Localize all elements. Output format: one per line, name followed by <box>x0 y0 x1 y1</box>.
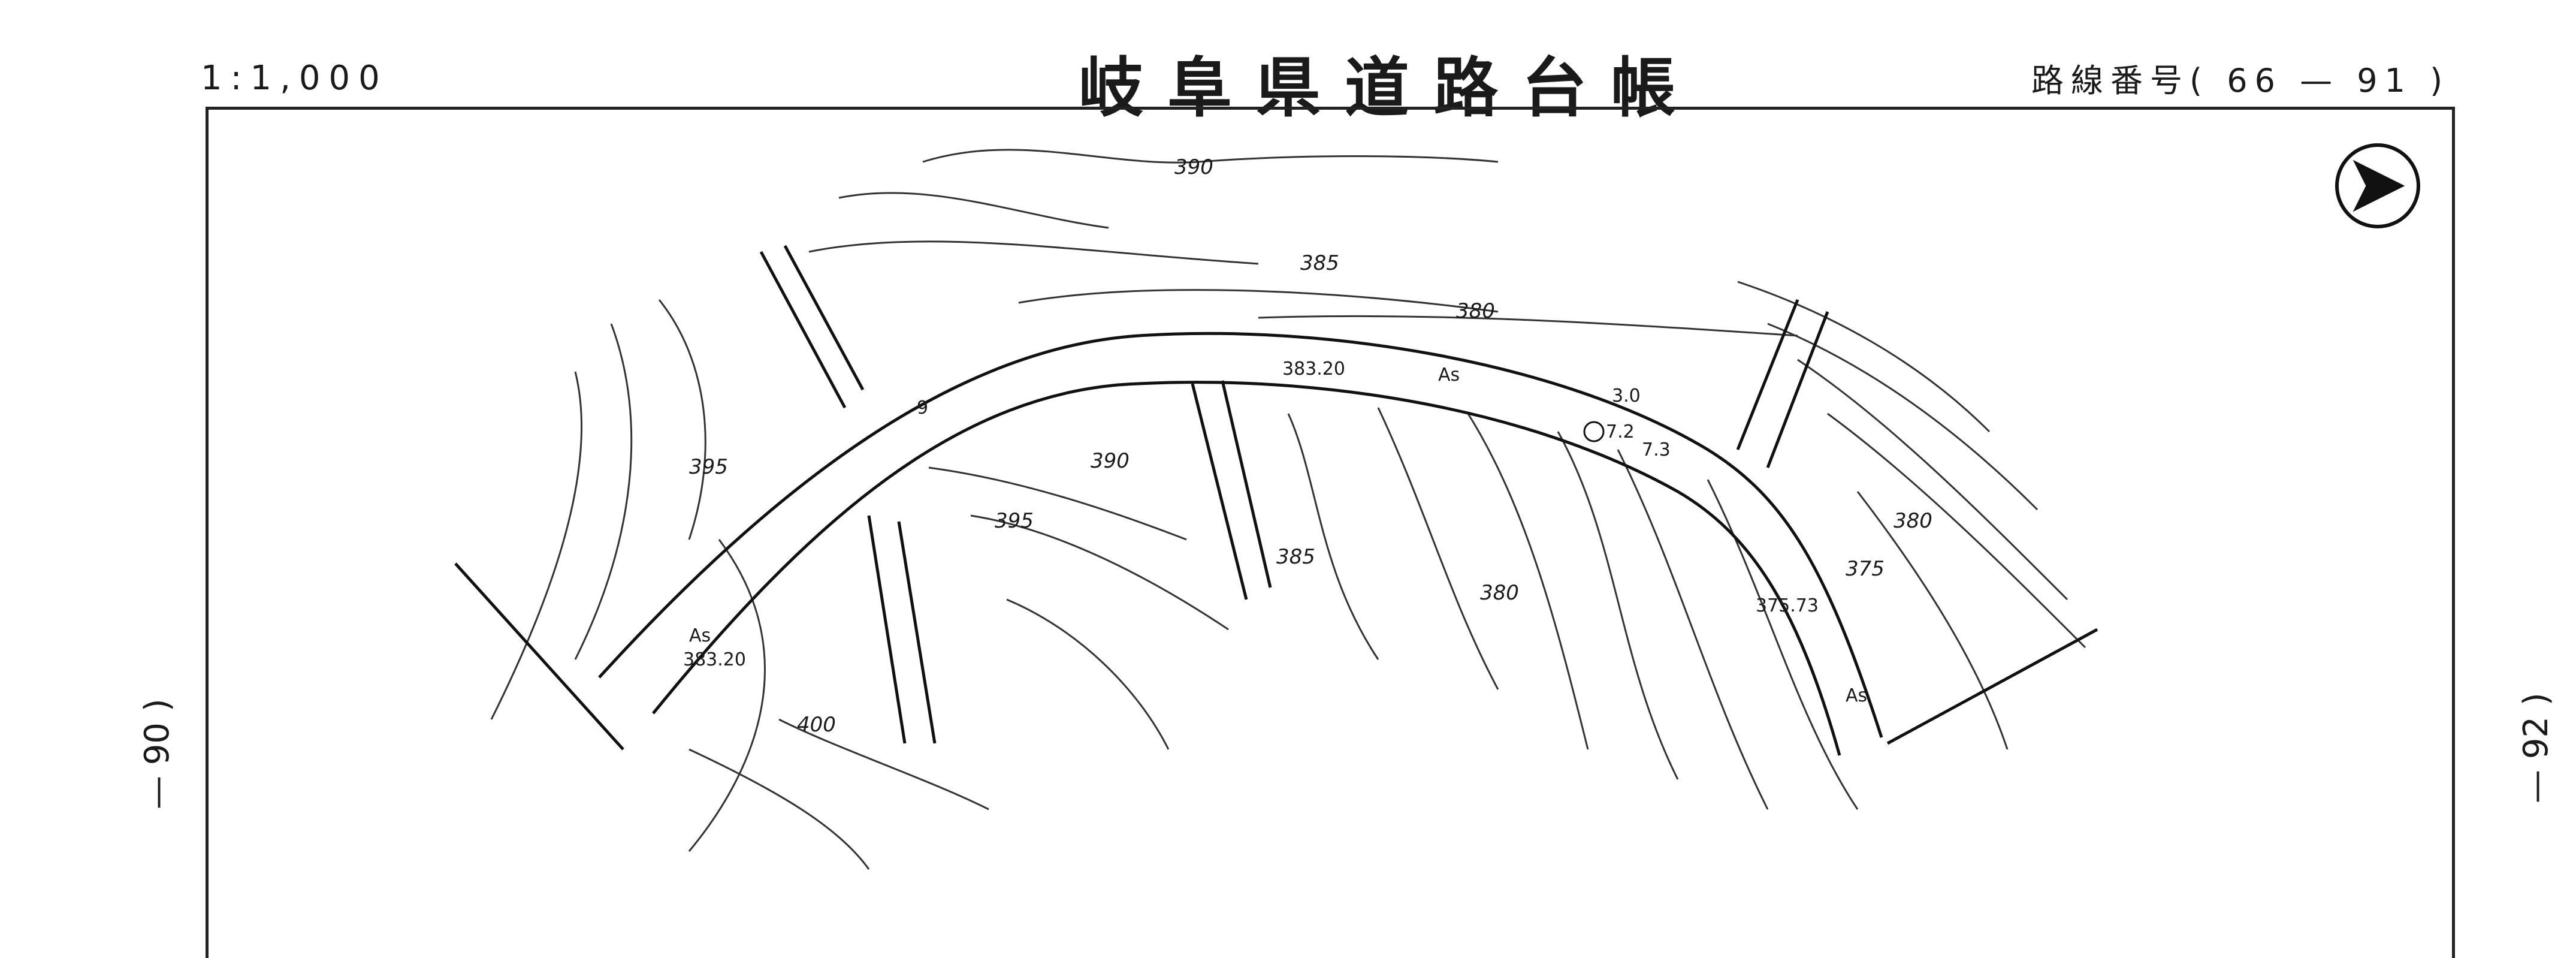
elevation-label: 383.20 <box>683 649 746 670</box>
contour-line <box>922 149 1499 164</box>
contour-line <box>1557 431 1679 780</box>
contour-line <box>970 514 1229 631</box>
frame-diagonal <box>454 562 624 751</box>
contour-label: 385 <box>1300 251 1339 275</box>
benchmark-icon <box>1583 421 1605 442</box>
route-number: 路線番号( 66 — 91 ) <box>2031 62 2450 100</box>
contour-line <box>1617 449 1769 810</box>
contour-line <box>688 539 766 852</box>
marker-label: 3.0 <box>1612 385 1641 406</box>
contour-label: 385 <box>1276 545 1315 569</box>
branch-road <box>1736 299 1829 468</box>
contour-line <box>574 323 633 660</box>
contour-line <box>658 299 706 540</box>
contour-label: 380 <box>1894 509 1932 533</box>
map-scale: 1:1,000 <box>201 59 388 98</box>
contour-line <box>1797 359 2068 601</box>
elevation-label: 375.73 <box>1756 595 1819 616</box>
contour-line <box>1006 598 1170 750</box>
width-label: 9 <box>917 397 928 418</box>
contour-label: 380 <box>1456 299 1495 323</box>
branch-road <box>867 515 937 744</box>
contour-line <box>688 748 870 870</box>
surface-label: As <box>689 625 711 646</box>
contour-line <box>1856 491 2009 750</box>
branch-road <box>1191 380 1272 600</box>
contour-line <box>928 466 1187 541</box>
contour-label: 400 <box>797 713 836 737</box>
contour-line <box>1737 281 1991 433</box>
contour-line <box>1018 289 1499 313</box>
contour-line <box>838 192 1109 229</box>
contour-line <box>1767 323 2039 511</box>
main-road-edge <box>598 332 1883 738</box>
contour-label: 390 <box>1091 449 1130 473</box>
contour-line <box>1467 413 1589 750</box>
width-label: 7.2 <box>1606 421 1635 442</box>
surface-label: As <box>1438 364 1460 385</box>
contour-line <box>1707 479 1859 810</box>
contour-line <box>1827 412 2086 649</box>
map-frame <box>206 107 2455 958</box>
contour-label: 375 <box>1846 557 1885 581</box>
north-arrow-icon <box>2335 143 2420 228</box>
contour-line <box>808 240 1259 265</box>
contour-line <box>490 371 582 720</box>
contour-line <box>1377 407 1499 690</box>
contour-label: 390 <box>1174 155 1213 179</box>
contour-label: 395 <box>995 509 1034 533</box>
contour-line <box>1287 413 1379 660</box>
contour-line <box>778 718 989 811</box>
surface-label: As <box>1846 685 1867 706</box>
contour-line <box>1258 315 1798 337</box>
contour-label: 395 <box>689 455 728 479</box>
width-label: 7.3 <box>1642 439 1671 460</box>
page-title: 岐阜県道路台帳 <box>1079 51 1700 126</box>
contour-label: 380 <box>1480 581 1519 605</box>
main-road-edge <box>652 381 1841 756</box>
branch-road <box>759 245 865 409</box>
elevation-label: 383.20 <box>1282 359 1345 379</box>
frame-diagonal <box>1886 628 2098 745</box>
